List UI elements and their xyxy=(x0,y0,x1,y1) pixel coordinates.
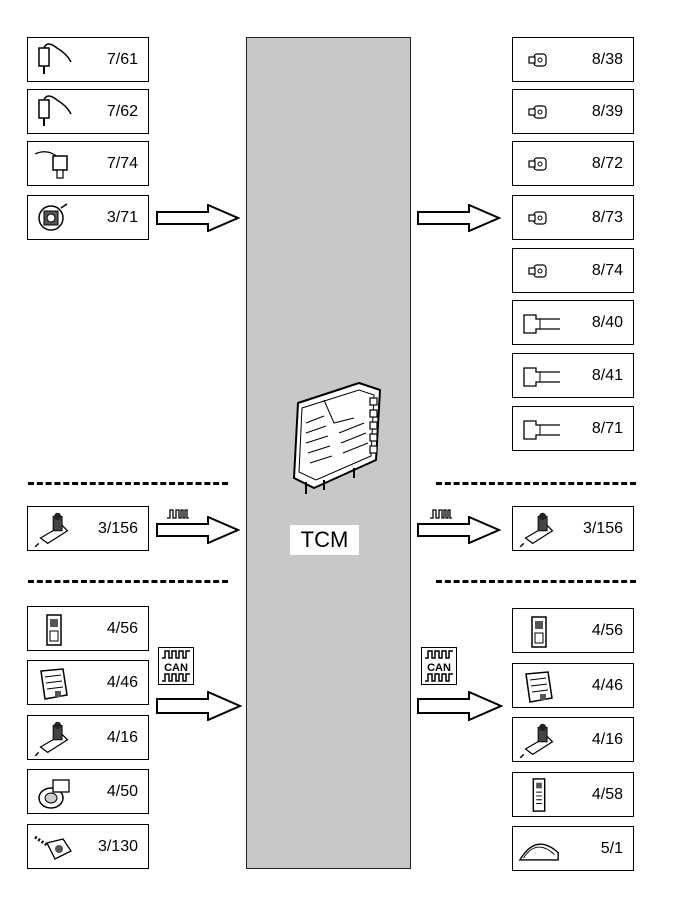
gear-selector-icon xyxy=(519,512,554,547)
separator-line xyxy=(436,482,636,485)
valve-icon xyxy=(523,367,560,387)
can-input-4-16: 4/16 xyxy=(27,715,149,760)
can-input-4-46: 4/46 xyxy=(27,660,149,705)
component-id: 4/16 xyxy=(106,728,138,746)
output-valve-8-41: 8/41 xyxy=(512,353,634,398)
can-output-4-46: 4/46 xyxy=(512,663,634,708)
tcm-module-icon xyxy=(293,382,381,494)
pressure-sensor-icon xyxy=(34,151,68,179)
output-solenoid-8-38: 8/38 xyxy=(512,37,634,82)
pwm-signal-icon xyxy=(167,509,189,519)
gear-selector-icon xyxy=(34,512,69,547)
input-gear-selector-3-156: 3/156 xyxy=(27,506,149,551)
component-id: 8/39 xyxy=(591,102,623,120)
input-sensor-7-74: 7/74 xyxy=(27,141,149,186)
steering-sensor-icon xyxy=(33,835,73,861)
sensor-cable-icon xyxy=(38,95,72,127)
switch-icon xyxy=(38,203,68,231)
can-text: CAN xyxy=(164,662,188,674)
sensor-cable-icon xyxy=(38,43,72,75)
input-sensor-7-62: 7/62 xyxy=(27,89,149,134)
solenoid-icon xyxy=(528,105,547,119)
input-arrow xyxy=(156,204,240,232)
can-output-4-58: 4/58 xyxy=(512,772,634,817)
component-id: 8/74 xyxy=(591,261,623,279)
component-id: 4/16 xyxy=(591,730,623,748)
component-id: 8/71 xyxy=(591,419,623,437)
component-id: 3/156 xyxy=(97,519,138,537)
can-output-4-16: 4/16 xyxy=(512,717,634,762)
component-id: 3/71 xyxy=(106,208,138,226)
pwm-signal-icon xyxy=(430,509,452,519)
gear-selector-icon xyxy=(34,721,69,756)
input-arrow xyxy=(156,516,240,544)
output-arrow xyxy=(417,691,503,721)
component-id: 7/74 xyxy=(106,154,138,172)
input-arrow xyxy=(156,691,242,721)
valve-icon xyxy=(523,314,560,334)
component-id: 4/58 xyxy=(591,785,623,803)
can-output-4-56: 4/56 xyxy=(512,608,634,653)
output-valve-8-40: 8/40 xyxy=(512,300,634,345)
component-id: 4/50 xyxy=(106,782,138,800)
separator-line xyxy=(436,580,636,583)
component-id: 8/38 xyxy=(591,50,623,68)
output-arrow xyxy=(417,516,501,544)
can-bus-icon: CAN xyxy=(421,647,457,685)
separator-line xyxy=(28,580,228,583)
output-arrow xyxy=(417,204,501,232)
valve-icon xyxy=(523,420,560,440)
tcm-label: TCM xyxy=(290,525,359,555)
component-id: 5/1 xyxy=(600,839,623,857)
component-id: 7/62 xyxy=(106,102,138,120)
solenoid-icon xyxy=(528,264,547,278)
ecm-icon xyxy=(525,671,553,703)
gear-selector-icon xyxy=(519,723,554,758)
display-module-icon xyxy=(532,778,546,812)
component-id: 4/56 xyxy=(106,619,138,637)
output-solenoid-8-72: 8/72 xyxy=(512,141,634,186)
component-id: 8/41 xyxy=(591,366,623,384)
throttle-icon xyxy=(38,779,70,809)
output-gear-selector-3-156: 3/156 xyxy=(512,506,634,551)
output-solenoid-8-73: 8/73 xyxy=(512,195,634,240)
output-solenoid-8-74: 8/74 xyxy=(512,248,634,293)
module-icon xyxy=(531,616,547,648)
component-id: 8/73 xyxy=(591,208,623,226)
output-solenoid-8-39: 8/39 xyxy=(512,89,634,134)
can-output-5-1: 5/1 xyxy=(512,826,634,871)
component-id: 7/61 xyxy=(106,50,138,68)
can-text: CAN xyxy=(427,662,451,674)
module-icon xyxy=(46,614,62,646)
input-sensor-7-61: 7/61 xyxy=(27,37,149,82)
can-input-4-50: 4/50 xyxy=(27,769,149,814)
input-switch-3-71: 3/71 xyxy=(27,195,149,240)
component-id: 3/156 xyxy=(582,519,623,537)
can-input-4-56: 4/56 xyxy=(27,606,149,651)
can-input-3-130: 3/130 xyxy=(27,824,149,869)
ecm-icon xyxy=(40,668,68,700)
component-id: 4/46 xyxy=(106,673,138,691)
component-id: 8/40 xyxy=(591,313,623,331)
solenoid-icon xyxy=(528,53,547,67)
component-id: 4/46 xyxy=(591,676,623,694)
separator-line xyxy=(28,482,228,485)
can-bus-icon: CAN xyxy=(158,647,194,685)
instrument-cluster-icon xyxy=(519,843,559,861)
solenoid-icon xyxy=(528,211,547,225)
output-valve-8-71: 8/71 xyxy=(512,406,634,451)
component-id: 3/130 xyxy=(97,837,138,855)
component-id: 8/72 xyxy=(591,154,623,172)
component-id: 4/56 xyxy=(591,621,623,639)
solenoid-icon xyxy=(528,157,547,171)
